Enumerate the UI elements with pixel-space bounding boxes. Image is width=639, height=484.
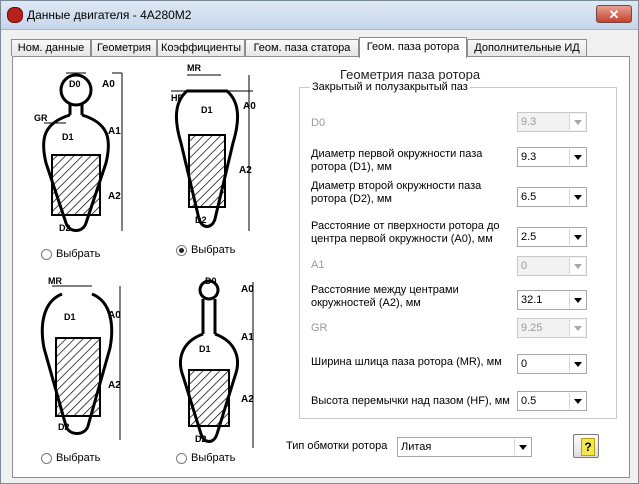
d0-field-label: D0 — [311, 117, 326, 129]
chevron-down-icon — [569, 356, 585, 372]
d0-value: 9.3 — [521, 116, 537, 128]
select-label-4: Выбрать — [191, 452, 236, 464]
tab-nom-data[interactable]: Ном. данные — [11, 39, 91, 56]
mr-select[interactable]: 0 — [517, 354, 587, 374]
help-icon: ? — [581, 438, 595, 456]
gr-label: GR — [34, 113, 48, 123]
slot-drawing: MR A0 D1 A2 D2 — [40, 276, 121, 440]
d2-label: D2 — [195, 434, 207, 444]
tab-stator-slot[interactable]: Геом. паза статора — [245, 39, 359, 56]
a1-label: A1 — [108, 126, 121, 137]
d2-select[interactable]: 6.5 — [517, 187, 587, 207]
mr-value: 0 — [521, 358, 528, 370]
app-icon — [7, 7, 23, 23]
d1-value: 9.3 — [521, 151, 537, 163]
hf-select[interactable]: 0.5 — [517, 391, 587, 411]
gr-field-label: GR — [311, 322, 328, 334]
tab-coefficients[interactable]: Коэффициенты — [157, 39, 245, 56]
a2-label: A2 — [108, 380, 121, 391]
slot-diagram-deep-neck[interactable]: D0 A0 D1 A1 A2 D2 — [157, 272, 268, 468]
select-label-1: Выбрать — [56, 248, 101, 260]
chevron-down-icon — [569, 292, 585, 308]
select-diagram-2[interactable]: Выбрать — [176, 244, 235, 256]
slot-diagram-open[interactable]: MR A0 D1 A2 D2 — [22, 272, 141, 468]
help-button[interactable]: ? — [573, 434, 599, 458]
a0-select[interactable]: 2.5 — [517, 227, 587, 247]
tab-rotor-slot[interactable]: Геом. паза ротора — [359, 37, 467, 58]
a2-select[interactable]: 32.1 — [517, 290, 587, 310]
a0-label: A0 — [243, 101, 256, 112]
gr-value: 9.25 — [521, 322, 543, 334]
radio-diagram-3[interactable] — [41, 452, 52, 464]
d2-value: 6.5 — [521, 191, 537, 203]
a0-value: 2.5 — [521, 231, 537, 243]
a0-label: A0 — [241, 284, 254, 295]
hf-value: 0.5 — [521, 395, 537, 407]
d2-label: D2 — [58, 422, 70, 432]
hf-label: HF — [171, 93, 183, 103]
tab-additional-data[interactable]: Дополнительные ИД — [467, 39, 587, 56]
tab-geometry[interactable]: Геометрия — [91, 39, 157, 56]
winding-type-select[interactable]: Литая — [397, 437, 532, 457]
slot-diagram-flat-bridge[interactable]: MR HF A0 D1 A2 D2 — [157, 63, 264, 253]
a0-label: A0 — [102, 79, 115, 90]
close-button[interactable]: ✕ — [596, 5, 632, 23]
mr-label: MR — [187, 63, 201, 73]
d0-label: D0 — [69, 79, 81, 89]
d2-label: D2 — [195, 215, 207, 225]
a0-label: A0 — [108, 310, 121, 321]
slot-drawing: D0 A0 GR D1 A1 A2 D2 — [34, 72, 123, 233]
slot-drawing: D0 A0 D1 A1 A2 D2 — [179, 276, 254, 448]
chevron-down-icon — [569, 258, 585, 274]
a2-value: 32.1 — [521, 294, 543, 306]
mr-label: MR — [48, 276, 62, 286]
a2-label: A2 — [241, 394, 254, 405]
chevron-down-icon — [569, 114, 585, 130]
select-diagram-4[interactable]: Выбрать — [176, 452, 235, 464]
group-label: Закрытый и полузакрытый паз — [310, 81, 470, 93]
gr-select[interactable]: 9.25 — [517, 318, 587, 338]
chevron-down-icon — [569, 149, 585, 165]
chevron-down-icon — [569, 320, 585, 336]
chevron-down-icon — [569, 189, 585, 205]
a1-field-label: A1 — [311, 259, 325, 271]
d2-label: D2 — [59, 223, 71, 233]
select-diagram-3[interactable]: Выбрать — [41, 452, 100, 464]
slot-drawing: MR HF A0 D1 A2 D2 — [171, 63, 256, 231]
a2-label: A2 — [239, 165, 252, 176]
d1-select[interactable]: 9.3 — [517, 147, 587, 167]
a1-value: 0 — [521, 260, 528, 272]
d0-label: D0 — [205, 276, 217, 286]
d1-label: D1 — [62, 132, 74, 142]
a2-field-label: Расстояние между центрами окружностей (A… — [311, 284, 459, 309]
radio-diagram-1[interactable] — [41, 248, 52, 260]
chevron-down-icon — [514, 439, 530, 455]
d2-field-label: Диаметр второй окружности паза ротора (D… — [311, 180, 482, 205]
a1-select[interactable]: 0 — [517, 256, 587, 276]
d1-label: D1 — [199, 344, 211, 354]
d1-label: D1 — [201, 105, 213, 115]
radio-diagram-4[interactable] — [176, 452, 187, 464]
winding-type-value: Литая — [401, 441, 432, 453]
title-bar: Данные двигателя - 4А280М2 ✕ — [1, 1, 638, 30]
a0-field-label: Расстояние от пверхности ротора до центр… — [311, 220, 500, 245]
slot-diagram-round-neck[interactable]: D0 A0 GR D1 A1 A2 D2 — [22, 63, 141, 263]
hf-field-label: Высота перемычки над пазом (HF), мм — [311, 395, 510, 407]
chevron-down-icon — [569, 229, 585, 245]
winding-type-label: Тип обмотки ротора — [286, 440, 388, 452]
chevron-down-icon — [569, 393, 585, 409]
window-title: Данные двигателя - 4А280М2 — [27, 8, 192, 22]
d1-label: D1 — [64, 312, 76, 322]
select-label-2: Выбрать — [191, 244, 236, 256]
section-heading: Геометрия паза ротора — [340, 67, 481, 82]
a1-label: A1 — [241, 332, 254, 343]
d0-select[interactable]: 9.3 — [517, 112, 587, 132]
select-label-3: Выбрать — [56, 452, 101, 464]
radio-diagram-2[interactable] — [176, 244, 187, 256]
a2-label: A2 — [108, 191, 121, 202]
select-diagram-1[interactable]: Выбрать — [41, 248, 100, 260]
mr-field-label: Ширина шлица паза ротора (MR), мм — [311, 356, 502, 368]
d1-field-label: Диаметр первой окружности паза ротора (D… — [311, 148, 483, 173]
